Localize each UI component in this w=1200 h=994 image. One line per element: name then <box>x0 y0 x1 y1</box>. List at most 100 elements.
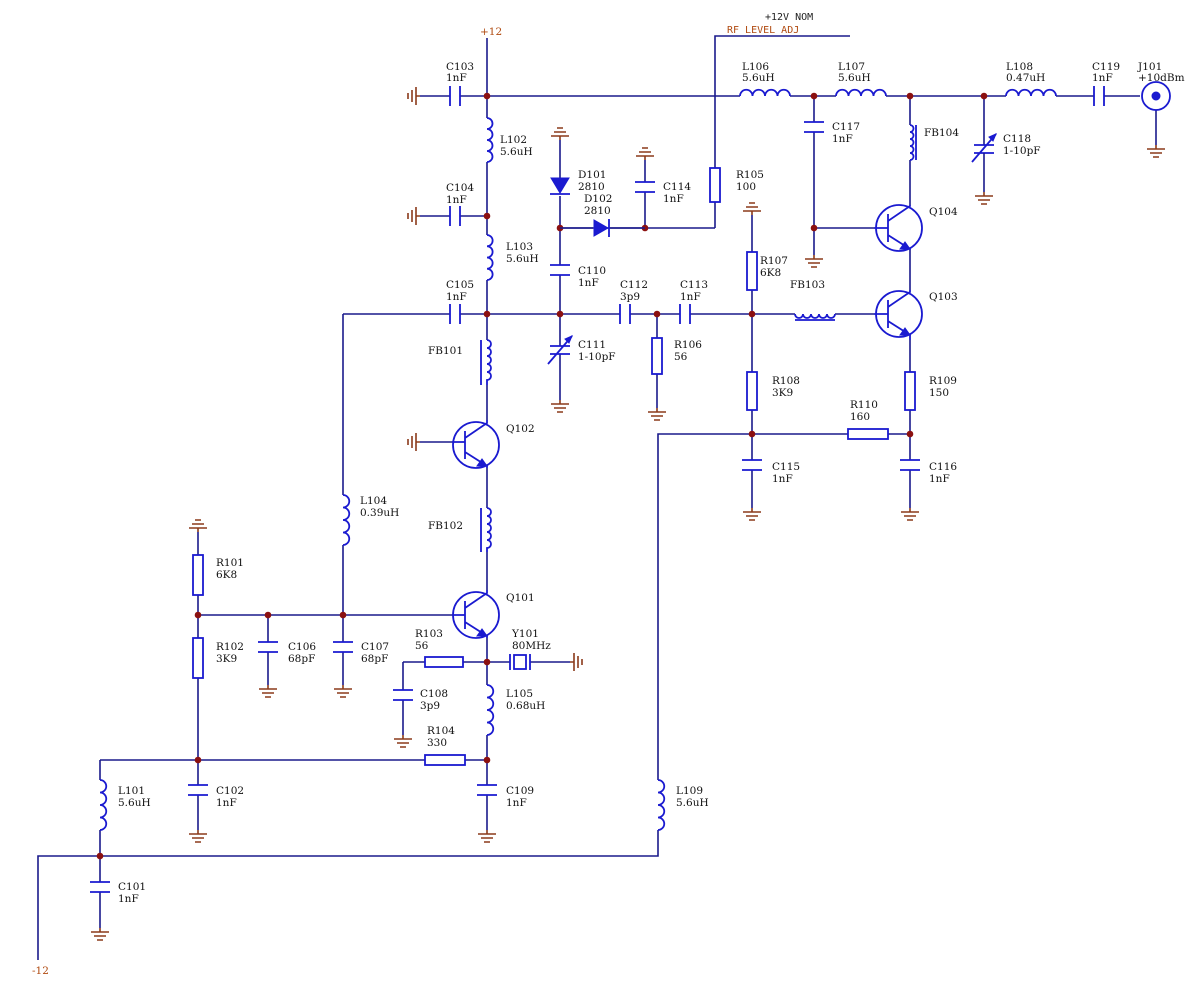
component-ref-label: Q101 <box>506 592 535 604</box>
ground-icon <box>189 830 207 843</box>
component-ref-label: R101 <box>216 557 244 569</box>
junction-dot <box>194 611 202 619</box>
component-ref-label: C104 <box>446 182 474 194</box>
junction-dot <box>483 310 491 318</box>
inductor-l106 <box>739 88 791 97</box>
labels: +12 -12 +12V NOM RF LEVEL ADJ J101 +10dB… <box>32 12 1185 977</box>
ground-icon <box>478 830 496 843</box>
junction-dot <box>339 611 347 619</box>
component-ref-label: C117 <box>832 121 860 133</box>
ground-icon <box>551 127 569 140</box>
component-ref-label: R102 <box>216 641 244 653</box>
component-ref-label: R109 <box>929 375 957 387</box>
component-value-label: 5.6uH <box>742 72 775 84</box>
capacitor-c112 <box>619 304 631 324</box>
component-value-label: 68pF <box>361 653 388 665</box>
ground-icon <box>334 685 352 698</box>
inductor-l103 <box>486 234 494 281</box>
resistor-r102 <box>192 637 204 679</box>
component-value-label: 2810 <box>578 181 605 193</box>
ground-icon <box>743 508 761 521</box>
component-value-label: 1nF <box>1092 72 1113 84</box>
supply-label-nominal: +12V NOM <box>765 12 813 23</box>
junction-dot <box>96 852 104 860</box>
component-ref-label: C110 <box>578 265 606 277</box>
ground-icon <box>805 255 823 268</box>
inductor-l104 <box>342 494 351 546</box>
ferrite-bead-fb103 <box>794 313 836 321</box>
component-value-label: 1nF <box>446 291 467 303</box>
inductor-l101 <box>99 779 108 831</box>
component-ref-label: Q104 <box>929 206 958 218</box>
diode-d101 <box>550 177 570 195</box>
rail-label-negative: -12 <box>32 965 49 977</box>
component-value-label: 5.6uH <box>500 146 533 158</box>
junction-dot <box>556 310 564 318</box>
component-ref-label: C106 <box>288 641 316 653</box>
ferrite-bead-fb101 <box>480 339 492 385</box>
component-ref-label: C108 <box>420 688 448 700</box>
component-value-label: 330 <box>427 737 447 749</box>
diode-d102 <box>560 219 645 237</box>
rail-label-positive: +12 <box>480 26 502 38</box>
junction-dot <box>748 310 756 318</box>
component-value-label: 0.47uH <box>1006 72 1045 84</box>
ground-symbols <box>91 87 1165 941</box>
capacitor-c103 <box>449 86 461 106</box>
ground-icon <box>407 207 420 225</box>
capacitor-c104 <box>449 206 461 226</box>
component-ref-label: J101 <box>1137 61 1162 73</box>
ground-icon <box>407 433 420 451</box>
resistor-r109 <box>904 371 916 411</box>
capacitor-c102 <box>188 784 208 796</box>
component-ref-label: R106 <box>674 339 702 351</box>
capacitor-c106 <box>258 641 278 653</box>
ground-icon <box>570 653 583 671</box>
component-value-label: 1-10pF <box>1003 145 1041 157</box>
component-value-label: 56 <box>415 640 429 652</box>
capacitor-c115 <box>742 459 762 471</box>
ground-icon <box>91 928 109 941</box>
component-ref-label: Y101 <box>511 628 539 640</box>
coax-connector-j101[interactable] <box>1141 81 1171 111</box>
junction-dot <box>483 756 491 764</box>
inductor-l109 <box>657 779 666 831</box>
ground-icon <box>551 400 569 413</box>
capacitor-c117 <box>804 121 824 133</box>
variable-capacitor-c118 <box>971 133 997 163</box>
component-value-label: 6K8 <box>216 569 237 581</box>
component-ref-label: L107 <box>838 61 865 73</box>
component-ref-label: D102 <box>584 193 612 205</box>
component-ref-label: C101 <box>118 881 146 893</box>
component-ref-label: L108 <box>1006 61 1033 73</box>
component-value-label: 80MHz <box>512 640 551 652</box>
junction-dot <box>483 92 491 100</box>
junction-dot <box>194 756 202 764</box>
component-ref-label: C102 <box>216 785 244 797</box>
component-value-label: 68pF <box>288 653 315 665</box>
component-value-label: 1nF <box>578 277 599 289</box>
capacitor-c108 <box>393 689 413 701</box>
component-ref-label: C114 <box>663 181 691 193</box>
inductor-l105 <box>486 684 495 736</box>
component-value-label: 3K9 <box>216 653 237 665</box>
component-ref-label: C113 <box>680 279 708 291</box>
junction-dot <box>483 658 491 666</box>
component-ref-label: FB101 <box>428 345 463 357</box>
component-ref-label: D101 <box>578 169 606 181</box>
junctions <box>96 92 988 860</box>
resistor-r105 <box>709 167 721 203</box>
component-value-label: 56 <box>674 351 688 363</box>
ground-icon <box>189 519 207 532</box>
component-ref-label: FB102 <box>428 520 463 532</box>
component-ref-label: L105 <box>506 688 533 700</box>
component-value-label: 5.6uH <box>676 797 709 809</box>
component-ref-label: L103 <box>506 241 533 253</box>
variable-capacitor-c111 <box>547 335 573 365</box>
ground-icon <box>394 735 412 748</box>
component-ref-label: Q102 <box>506 423 535 435</box>
junction-dot <box>810 92 818 100</box>
inductor-l107 <box>835 88 887 97</box>
resistor-r107 <box>746 251 758 291</box>
component-value-label: 3p9 <box>420 700 440 712</box>
